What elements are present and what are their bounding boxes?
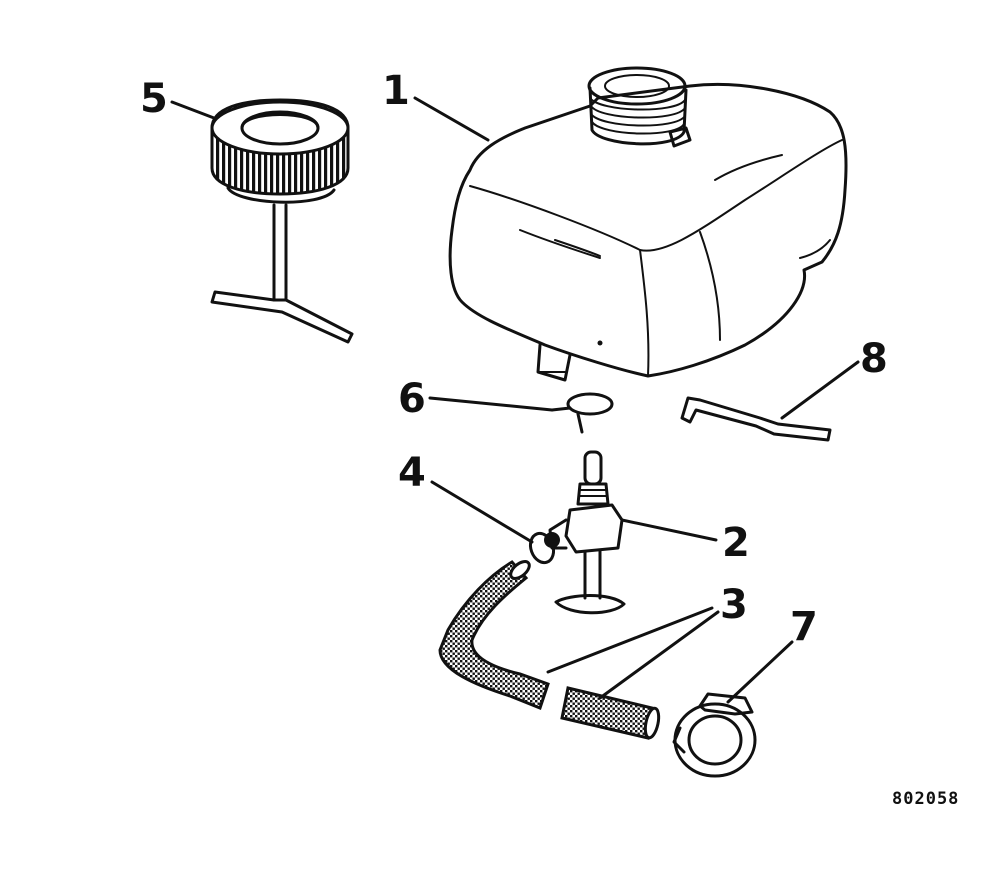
hose-clamp	[672, 692, 757, 778]
callout-4: 4	[398, 450, 426, 496]
callout-7: 7	[790, 604, 818, 650]
fuel-hoses	[438, 560, 661, 740]
leader-5	[170, 100, 216, 120]
callout-1: 1	[382, 68, 410, 114]
leader-lines	[170, 96, 860, 704]
callout-5: 5	[140, 76, 168, 122]
leader-3a	[546, 606, 714, 674]
callout-6: 6	[398, 376, 426, 422]
leader-1	[413, 96, 490, 142]
small-clip	[528, 531, 556, 565]
fuel-tank	[448, 66, 848, 382]
filler-cap	[210, 98, 354, 344]
spring-clip	[550, 392, 614, 434]
leader-8	[780, 360, 860, 420]
leader-7	[726, 640, 794, 704]
shutoff-valve	[544, 450, 626, 615]
leader-4	[430, 480, 534, 544]
callout-8: 8	[860, 336, 888, 382]
callout-3: 3	[720, 582, 748, 628]
callout-2: 2	[722, 520, 750, 566]
bracket	[680, 396, 832, 442]
leader-2	[620, 518, 718, 542]
figure-number: 802058	[892, 789, 959, 809]
leader-3b	[598, 610, 720, 700]
leader-6	[428, 396, 554, 412]
